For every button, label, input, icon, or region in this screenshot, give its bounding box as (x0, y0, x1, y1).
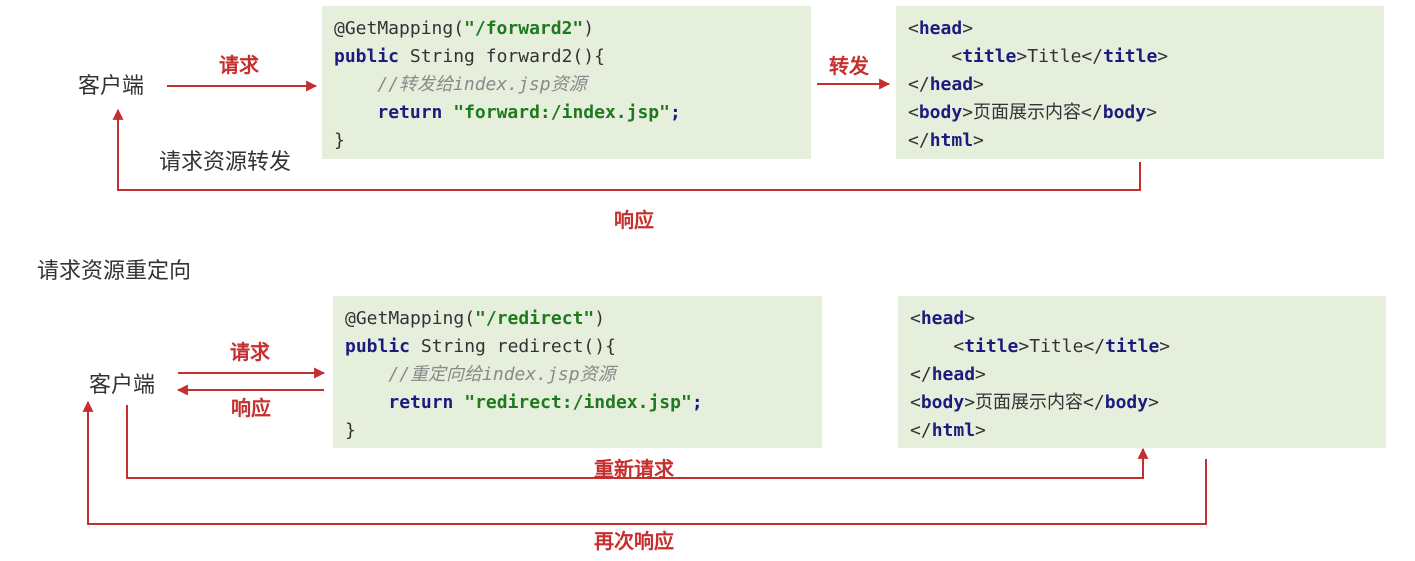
code-line-comment: //转发给index.jsp资源 (377, 74, 587, 95)
code-line-close: } (345, 420, 356, 441)
forward-response-label: 响应 (614, 208, 654, 232)
forward-response-arrow (112, 108, 1141, 191)
html-line-head-close: </head> (910, 364, 986, 385)
code-line-return: return "redirect:/index.jsp"; (388, 392, 703, 413)
redirect-re-response-label: 再次响应 (594, 529, 674, 553)
forward-controller-code: @GetMapping("/forward2") public String f… (322, 6, 811, 159)
redirect-client-label: 客户端 (89, 373, 156, 398)
redirect-re-response-arrow (82, 400, 1207, 525)
redirect-re-request-arrow (126, 405, 1149, 479)
redirect-re-request-label: 重新请求 (594, 457, 674, 481)
forward-caption: 请求资源转发 (159, 150, 292, 175)
forward-result-html: <head> <title>Title</title> </head> <bod… (896, 6, 1384, 159)
redirect-heading: 请求资源重定向 (37, 259, 192, 284)
code-line-return: return "forward:/index.jsp"; (377, 102, 681, 123)
code-line-signature: public String redirect(){ (345, 336, 616, 357)
html-line-title: <title>Title</title> (951, 46, 1169, 67)
code-line-comment: //重定向给index.jsp资源 (388, 364, 616, 385)
html-line-head-close: </head> (908, 74, 984, 95)
code-line-close: } (334, 130, 345, 151)
code-line-annotation: @GetMapping("/redirect") (345, 308, 606, 329)
code-line-annotation: @GetMapping("/forward2") (334, 18, 595, 39)
forward-request-label: 请求 (219, 53, 259, 77)
html-line-html-close: </html> (910, 420, 986, 441)
redirect-result-html: <head> <title>Title</title> </head> <bod… (898, 296, 1386, 448)
html-line-body: <body>页面展示内容</body> (908, 102, 1157, 123)
forward-relay-label: 转发 (829, 54, 869, 78)
html-line-html-close: </html> (908, 130, 984, 151)
forward-client-label: 客户端 (78, 74, 145, 99)
html-line-head-open: <head> (908, 18, 974, 39)
html-line-head-open: <head> (910, 308, 976, 329)
html-line-body: <body>页面展示内容</body> (910, 392, 1159, 413)
redirect-request-label: 请求 (230, 340, 270, 364)
redirect-controller-code: @GetMapping("/redirect") public String r… (333, 296, 822, 448)
html-line-title: <title>Title</title> (953, 336, 1171, 357)
code-line-signature: public String forward2(){ (334, 46, 605, 67)
redirect-response-label: 响应 (231, 396, 271, 420)
